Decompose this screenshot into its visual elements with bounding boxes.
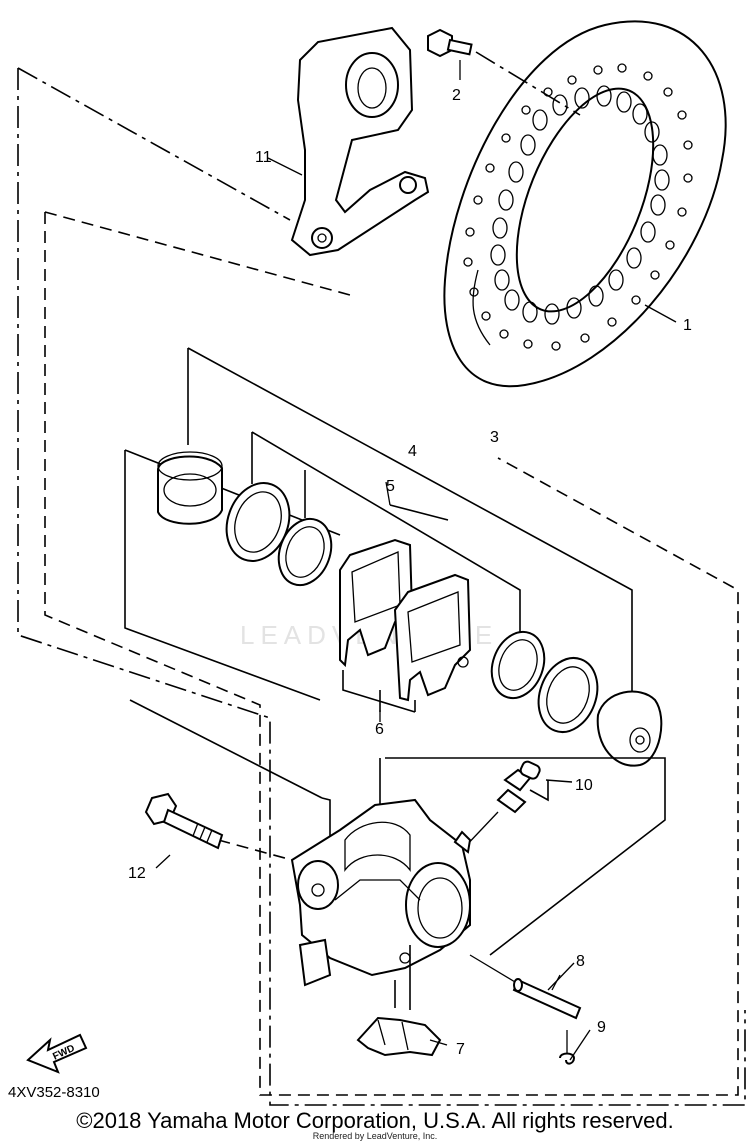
caliper-piston[interactable] bbox=[157, 451, 223, 525]
caliper-bolt[interactable] bbox=[144, 792, 224, 850]
forward-direction-arrow: FWD bbox=[26, 1033, 88, 1074]
callout-9[interactable]: 9 bbox=[597, 1019, 606, 1036]
brake-pad-outer[interactable] bbox=[393, 573, 472, 702]
callout-2[interactable]: 2 bbox=[452, 87, 461, 104]
diagram-code: 4XV352-8310 bbox=[8, 1084, 100, 1101]
caliper-body[interactable] bbox=[290, 798, 472, 987]
caliper-bracket[interactable] bbox=[290, 26, 430, 257]
callout-10[interactable]: 10 bbox=[575, 777, 593, 794]
brake-disc[interactable] bbox=[443, 20, 727, 388]
callout-7[interactable]: 7 bbox=[456, 1041, 465, 1058]
caliper-piston-right[interactable] bbox=[596, 690, 663, 767]
callout-6[interactable]: 6 bbox=[375, 721, 384, 738]
rendered-by-notice: Rendered by LeadVenture, Inc. bbox=[312, 1131, 438, 1141]
callout-12[interactable]: 12 bbox=[128, 865, 146, 882]
pad-spring[interactable] bbox=[356, 1016, 442, 1057]
pad-pin[interactable] bbox=[469, 954, 582, 1020]
callout-5[interactable]: 5 bbox=[386, 478, 395, 495]
callout-11[interactable]: 11 bbox=[255, 149, 272, 166]
callout-4[interactable]: 4 bbox=[408, 443, 417, 460]
disc-bolt[interactable] bbox=[427, 28, 581, 116]
callout-8[interactable]: 8 bbox=[576, 953, 585, 970]
callout-3[interactable]: 3 bbox=[490, 429, 499, 446]
dust-seal-right[interactable] bbox=[529, 650, 608, 741]
copyright-notice: ©2018 Yamaha Motor Corporation, U.S.A. A… bbox=[76, 1108, 674, 1133]
piston-seal-right[interactable] bbox=[483, 624, 553, 705]
bleed-screw[interactable] bbox=[461, 760, 541, 851]
callout-1[interactable]: 1 bbox=[683, 317, 692, 334]
dust-seal[interactable] bbox=[270, 511, 340, 592]
pin-clip[interactable] bbox=[559, 1030, 576, 1065]
